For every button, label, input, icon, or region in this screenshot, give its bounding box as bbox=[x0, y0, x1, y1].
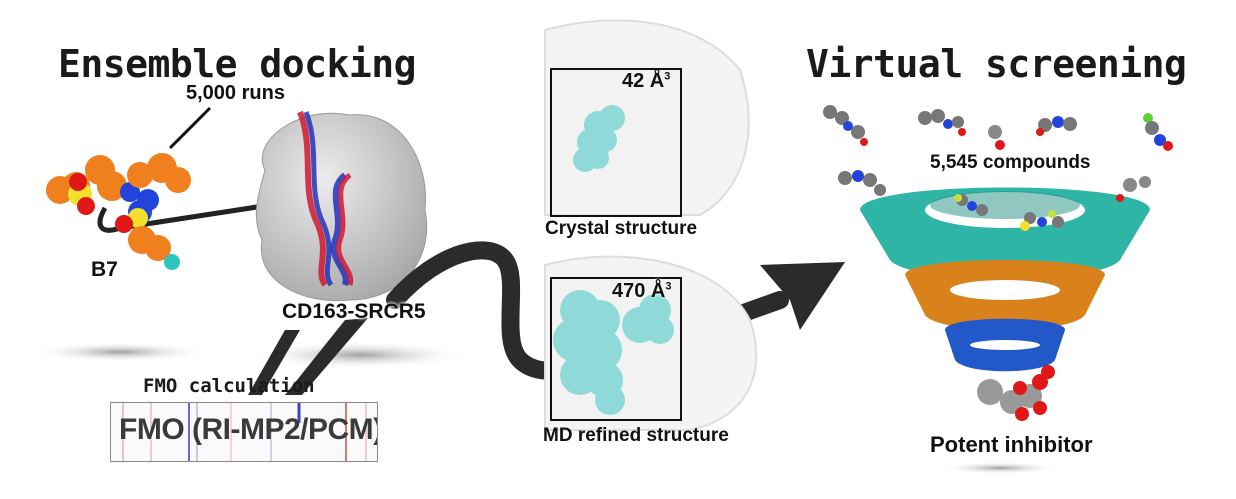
potent-inhibitor-molecule bbox=[977, 365, 1055, 421]
screening-funnel bbox=[860, 187, 1150, 372]
fmo-link-bar-1 bbox=[248, 330, 300, 395]
ligand-shadow bbox=[30, 342, 210, 362]
md-structure-panel bbox=[550, 277, 682, 421]
ligand-b7-molecule bbox=[46, 153, 191, 270]
md-volume-value: 470 Å bbox=[612, 280, 666, 302]
md-volume-exponent: 3 bbox=[665, 280, 672, 293]
crystal-pocket-volume: 42 Å3 bbox=[622, 70, 670, 93]
fmo-link-bar-2 bbox=[285, 318, 368, 395]
compound-molecules bbox=[823, 105, 1173, 231]
inhibitor-shadow bbox=[940, 462, 1060, 474]
protein-shadow bbox=[250, 341, 470, 369]
fmo-interaction-map bbox=[122, 403, 367, 461]
fmo-calculation-heading: FMO calculation bbox=[143, 375, 315, 397]
runs-pointer-line bbox=[168, 106, 212, 150]
crystal-structure-panel bbox=[550, 68, 682, 217]
protein-cd163-surface bbox=[255, 110, 428, 302]
md-pocket-volume: 470 Å3 bbox=[612, 280, 672, 303]
crystal-volume-exponent: 3 bbox=[664, 70, 671, 83]
protein-label: CD163-SRCR5 bbox=[282, 300, 426, 323]
crystal-structure-label: Crystal structure bbox=[545, 218, 698, 239]
crystal-volume-value: 42 Å bbox=[622, 70, 665, 92]
workflow-arrowhead bbox=[760, 262, 845, 330]
fmo-method-box: FMO (RI-MP2/PCM) bbox=[110, 402, 378, 462]
fmo-method-text: FMO (RI-MP2/PCM) bbox=[119, 413, 378, 446]
md-structure-label: MD refined structure bbox=[543, 425, 729, 446]
ensemble-docking-title: Ensemble docking bbox=[58, 42, 417, 86]
runs-count-label: 5,000 runs bbox=[186, 82, 285, 104]
compounds-count-label: 5,545 compounds bbox=[930, 152, 1091, 173]
potent-inhibitor-label: Potent inhibitor bbox=[930, 432, 1093, 457]
virtual-screening-title: Virtual screening bbox=[806, 42, 1187, 86]
ligand-label: B7 bbox=[91, 258, 118, 281]
